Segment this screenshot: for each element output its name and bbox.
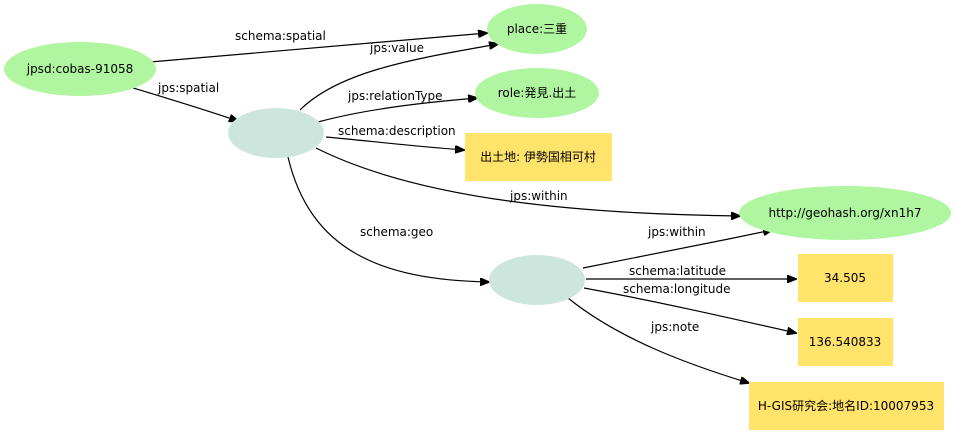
node-blank-1	[228, 108, 324, 158]
node-description-label: 出土地: 伊勢国相可村	[480, 149, 596, 164]
node-latitude-label: 34.505	[824, 271, 866, 285]
edge-label-schema-spatial: schema:spatial	[235, 29, 326, 43]
node-latitude: 34.505	[798, 254, 893, 302]
node-longitude: 136.540833	[798, 318, 893, 366]
edges: schema:spatial jps:spatial jps:value jps…	[119, 29, 796, 383]
edge-label-schema-geo: schema:geo	[360, 225, 433, 239]
edge-jps-note	[567, 297, 749, 383]
edge-label-jps-within-1: jps:within	[509, 189, 568, 203]
node-role: role:発見.出土	[475, 68, 599, 118]
node-role-label: role:発見.出土	[498, 86, 577, 100]
edge-label-jps-within-2: jps:within	[647, 225, 706, 239]
edge-jps-relation-type	[317, 98, 477, 123]
edge-schema-geo	[287, 156, 489, 282]
node-blank-2	[489, 255, 585, 305]
edge-label-jps-relation-type: jps:relationType	[347, 89, 443, 103]
node-cobas-label: jpsd:cobas-91058	[26, 62, 134, 76]
edge-label-schema-latitude: schema:latitude	[629, 264, 726, 278]
edge-schema-longitude	[583, 287, 796, 333]
edge-jps-value	[299, 44, 498, 111]
node-geohash: http://geohash.org/xn1h7	[739, 186, 951, 240]
node-geohash-label: http://geohash.org/xn1h7	[768, 206, 921, 220]
node-place: place:三重	[487, 4, 587, 54]
edge-label-jps-note: jps:note	[650, 320, 699, 334]
node-longitude-label: 136.540833	[809, 335, 882, 349]
edge-schema-spatial	[149, 33, 487, 63]
edge-jps-within-2	[582, 230, 772, 269]
node-place-label: place:三重	[507, 22, 567, 36]
edge-label-schema-description: schema:description	[338, 124, 456, 138]
edge-schema-description	[325, 136, 464, 150]
node-cobas: jpsd:cobas-91058	[4, 42, 156, 96]
nodes: jpsd:cobas-91058 place:三重 role:発見.出土 出土地…	[4, 4, 951, 430]
edge-jps-within-1	[315, 147, 740, 216]
node-hgis-note-label: H-GIS研究会:地名ID:10007953	[758, 398, 934, 413]
edge-label-jps-value: jps:value	[369, 41, 424, 55]
edge-label-schema-longitude: schema:longitude	[623, 282, 730, 296]
edge-label-jps-spatial: jps:spatial	[157, 81, 219, 95]
node-hgis-note: H-GIS研究会:地名ID:10007953	[749, 382, 944, 430]
node-description: 出土地: 伊勢国相可村	[465, 133, 612, 181]
